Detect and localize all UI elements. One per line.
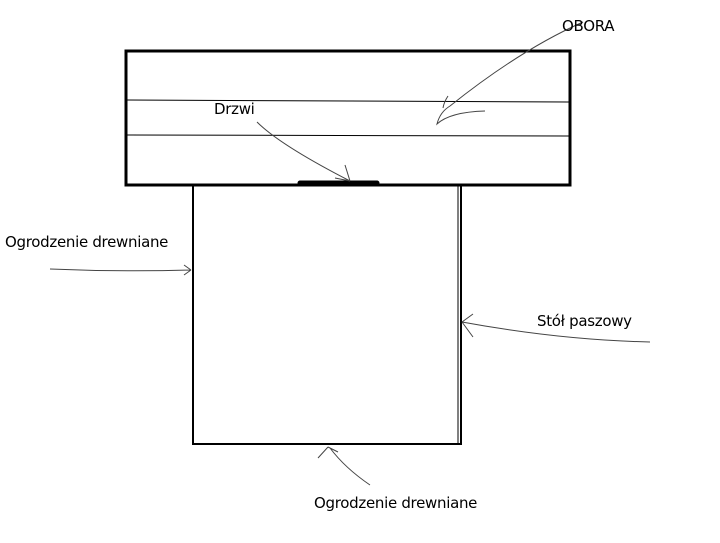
pen-fence — [192, 186, 462, 445]
fence-bottom-label: Ogrodzenie drewniane — [314, 494, 478, 512]
feed-table-arrow — [461, 313, 651, 343]
barn-inner-line-2 — [126, 134, 570, 137]
barn-label: OBORA — [562, 17, 615, 35]
door-label: Drzwi — [214, 100, 255, 118]
fence-left-label: Ogrodzenie drewniane — [5, 233, 169, 251]
barn-outline — [124, 49, 572, 187]
barn-inner-line-1 — [126, 99, 570, 103]
left-fence-arrow — [49, 264, 192, 276]
barn-arrow — [436, 21, 584, 126]
door-arrow — [256, 121, 351, 182]
bottom-fence-arrow — [317, 446, 371, 486]
feed-table-label: Stół paszowy — [537, 312, 632, 330]
